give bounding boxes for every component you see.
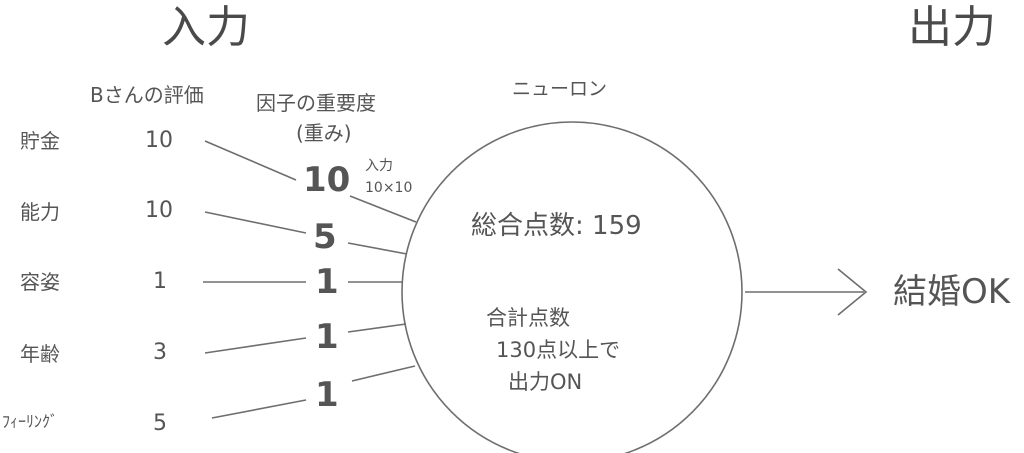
factor-label-feeling: ﾌｨｰﾘﾝｸﾞ <box>2 412 59 431</box>
annotation-input-label: 入力 <box>365 158 393 174</box>
neuron-rule-line1: 合計点数 <box>486 306 570 330</box>
output-arrow-head <box>837 268 868 316</box>
weight-header-line1: 因子の重要度 <box>256 91 376 115</box>
weight-ability: 5 <box>313 217 337 257</box>
score-savings: 10 <box>145 128 173 153</box>
weight-header-line2: (重み) <box>296 121 352 145</box>
wire-age-in <box>204 337 307 354</box>
score-feeling: 5 <box>153 411 167 436</box>
weight-savings: 10 <box>303 160 351 200</box>
score-ability: 10 <box>145 198 173 223</box>
wire-ability-out <box>347 242 408 255</box>
score-looks: 1 <box>153 269 167 294</box>
factor-label-ability: 能力 <box>20 200 60 224</box>
neuron-total-score: 総合点数: 159 <box>471 211 642 241</box>
score-age: 3 <box>153 340 167 365</box>
weight-age: 1 <box>315 317 339 357</box>
wire-feeling-in <box>211 399 307 419</box>
wire-ability-in <box>204 211 307 234</box>
annotation-input-calc: 10×10 <box>365 180 413 196</box>
wire-age-out <box>347 323 407 333</box>
neuron-header: ニューロン <box>512 78 608 100</box>
evaluation-header: Bさんの評価 <box>90 83 204 107</box>
output-result: 結婚OK <box>893 272 1011 312</box>
factor-label-age: 年齢 <box>20 342 60 366</box>
neuron-rule-line2: 130点以上で <box>496 338 621 362</box>
neuron-circle <box>401 121 743 453</box>
input-title: 入力 <box>162 2 250 53</box>
wire-savings-out <box>349 195 417 223</box>
factor-label-looks: 容姿 <box>20 270 60 294</box>
weight-looks: 1 <box>315 262 339 302</box>
neuron-rule-line3: 出力ON <box>508 370 583 394</box>
factor-label-savings: 貯金 <box>20 129 60 153</box>
wire-savings-in <box>204 140 297 181</box>
output-title: 出力 <box>908 2 996 53</box>
wire-feeling-out <box>351 365 416 382</box>
weight-feeling: 1 <box>315 375 339 415</box>
